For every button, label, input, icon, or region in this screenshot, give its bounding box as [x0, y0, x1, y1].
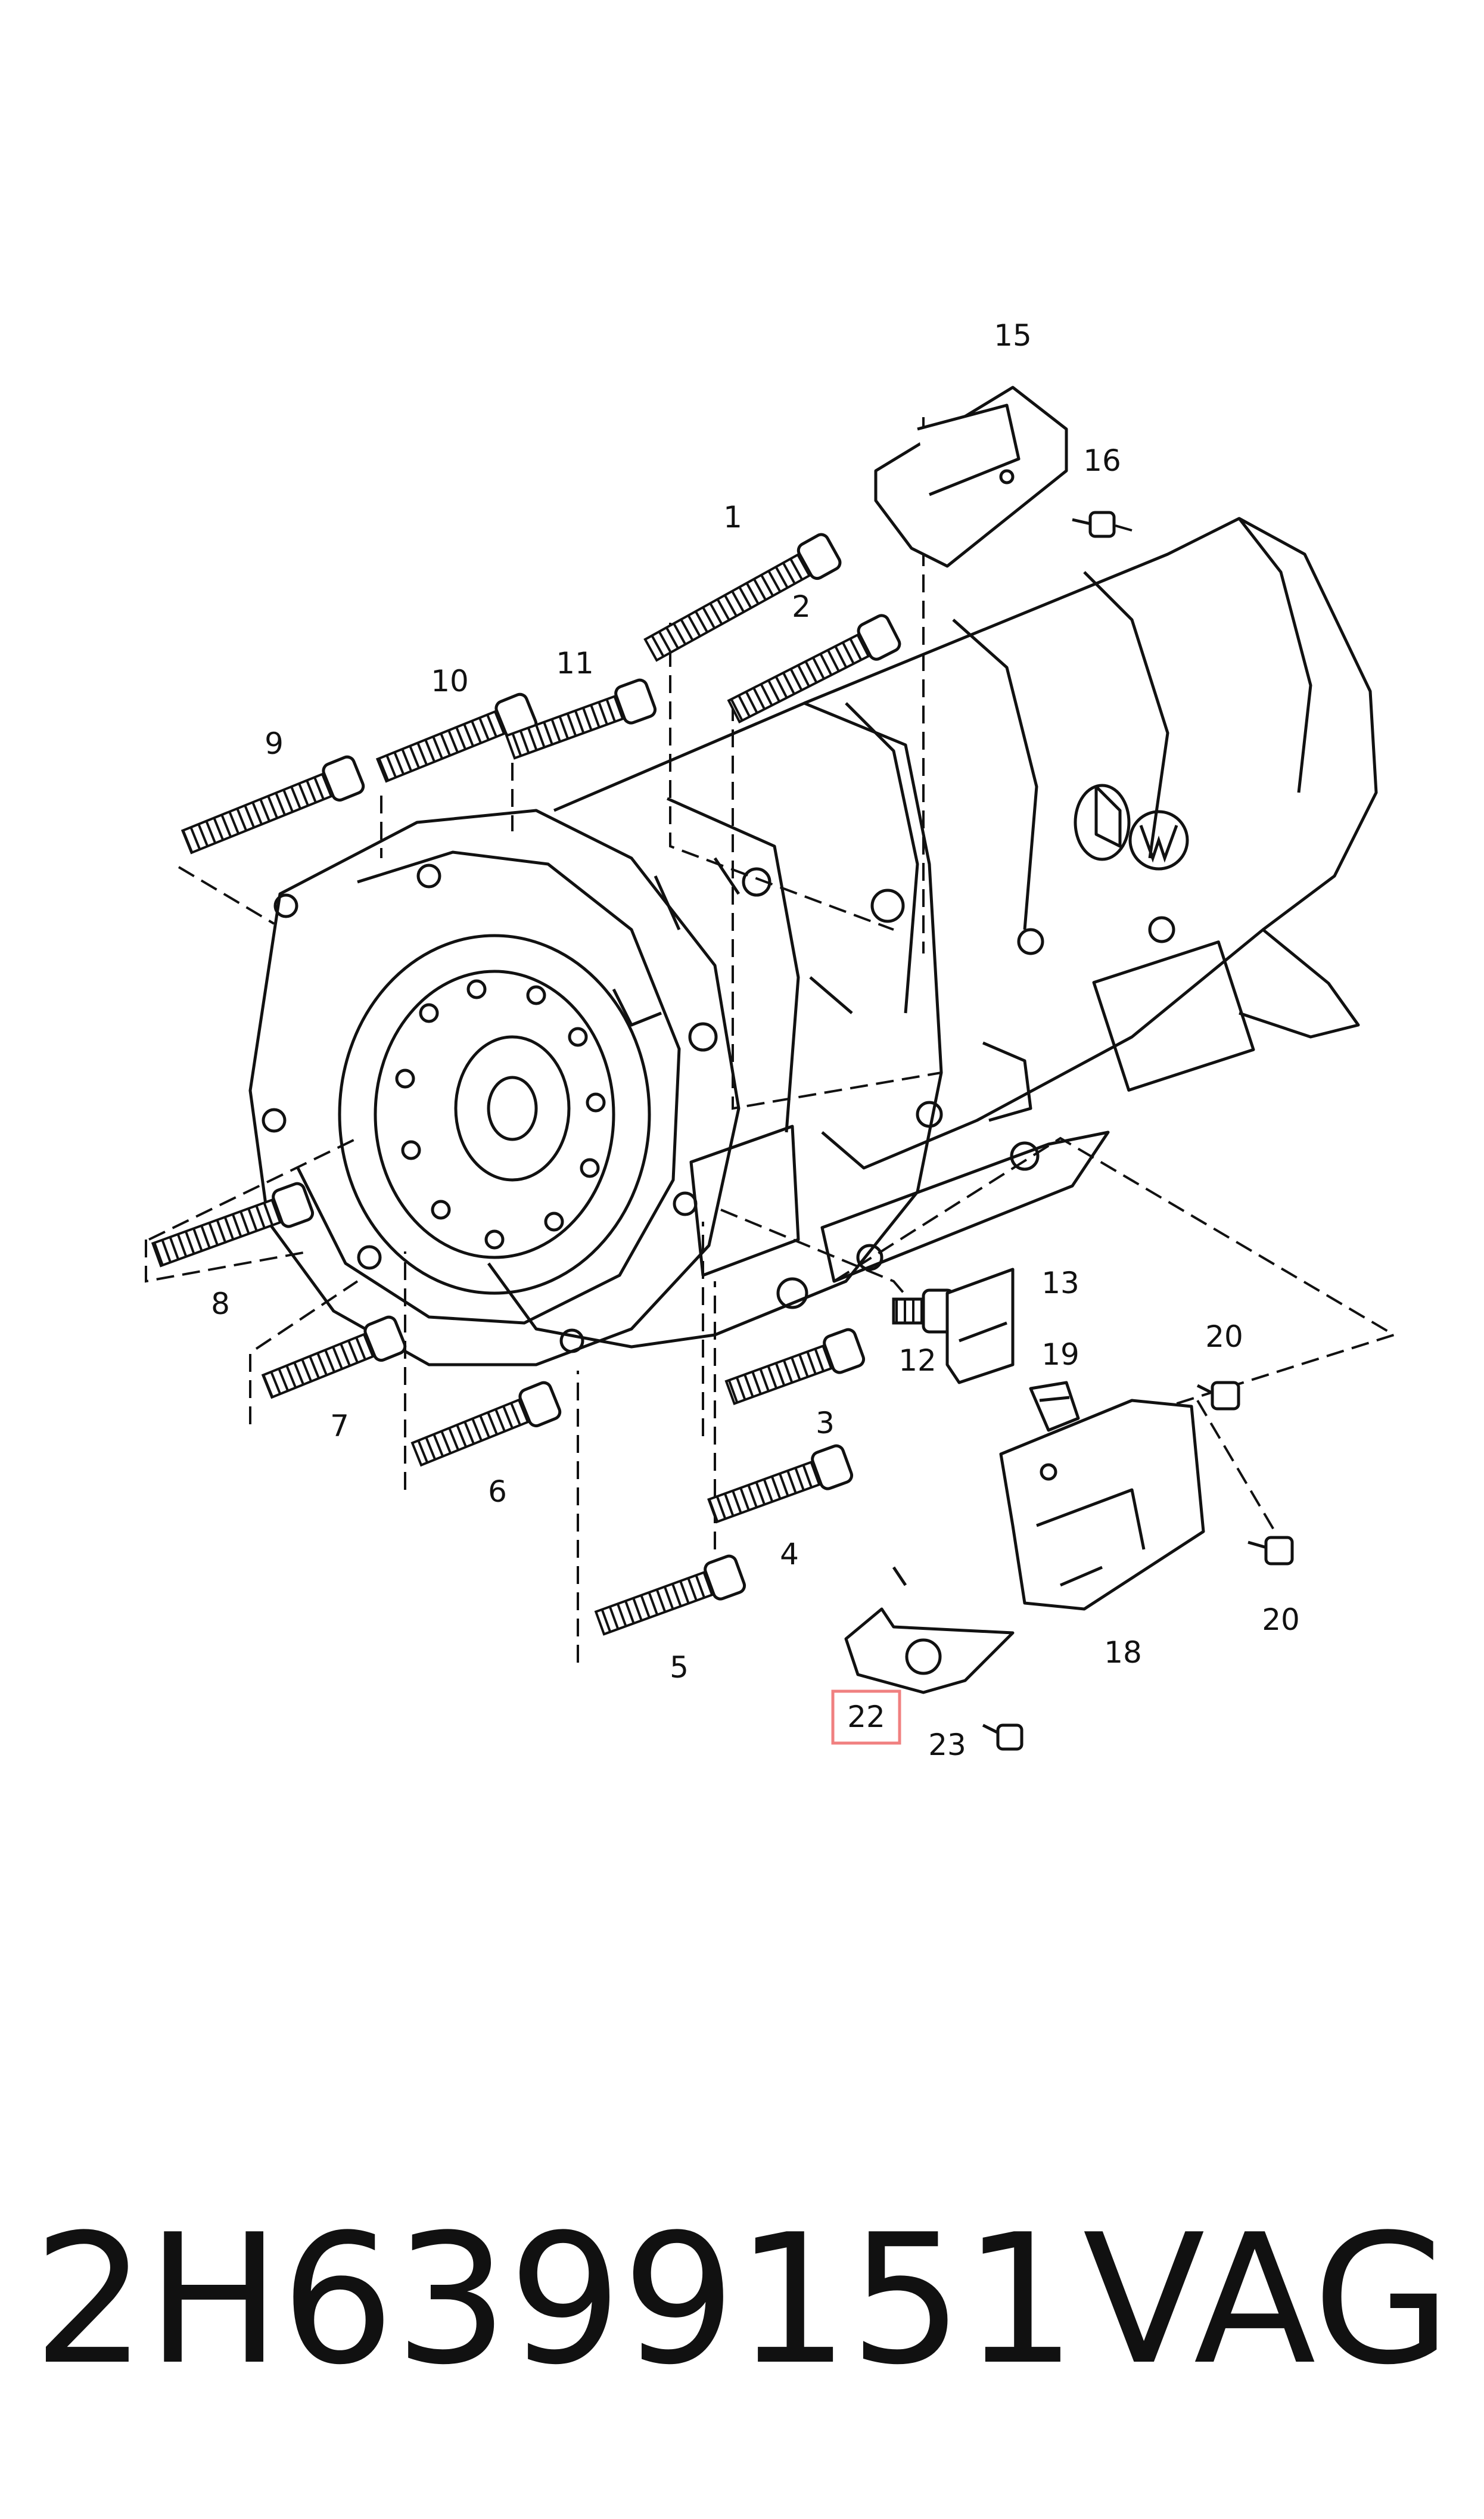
- bolt-20-upper: [1196, 1381, 1240, 1411]
- highlighted-callout-box: [831, 1689, 901, 1745]
- callout-20-lower: 20: [1262, 1602, 1300, 1637]
- part-number: 2H6399151: [33, 2196, 1077, 2404]
- callout-1: 1: [723, 500, 742, 535]
- bolt-7: [261, 1315, 407, 1399]
- bolt-6: [410, 1381, 562, 1467]
- bolt-4: [707, 1444, 854, 1524]
- callout-9: 9: [265, 726, 284, 761]
- callout-3: 3: [816, 1406, 835, 1440]
- bolt-20-lower: [1247, 1536, 1294, 1566]
- bracket-22: [844, 1566, 1015, 1694]
- bracket-13: [945, 1268, 1015, 1384]
- clip-19: [1029, 1381, 1080, 1432]
- screw-23: [982, 1723, 1023, 1751]
- bolt-1: [643, 533, 842, 662]
- bolt-3: [724, 1328, 866, 1405]
- callout-16: 16: [1083, 443, 1121, 478]
- callout-6: 6: [488, 1474, 507, 1509]
- heat-shield-18: [999, 1399, 1205, 1611]
- leader-lines: [145, 417, 1397, 1663]
- callout-22: 22: [847, 1700, 885, 1734]
- callout-10: 10: [431, 664, 469, 698]
- brand-name: VAG: [1082, 2196, 1451, 2404]
- callout-4: 4: [780, 1537, 799, 1571]
- callout-labels: 1 2 3 4 5 6 7 8 9 10 11 12 13 15 16 18 1…: [211, 318, 1300, 1762]
- callout-8: 8: [211, 1287, 230, 1321]
- bolt-10: [375, 692, 538, 783]
- shield-15: [874, 386, 1068, 568]
- bolt-11: [505, 678, 657, 760]
- bolt-2: [727, 614, 901, 724]
- callout-19: 19: [1041, 1337, 1079, 1372]
- screw-16: [1072, 511, 1116, 538]
- callout-13: 13: [1041, 1266, 1079, 1300]
- bolt-5: [594, 1554, 746, 1636]
- callout-2: 2: [792, 589, 811, 624]
- stud-12: [892, 1288, 955, 1334]
- callout-7: 7: [330, 1409, 349, 1443]
- transmission-housing: [248, 517, 1378, 1366]
- callout-15: 15: [994, 318, 1032, 353]
- callout-20-upper: 20: [1205, 1319, 1243, 1354]
- callout-5: 5: [670, 1650, 689, 1685]
- callout-11: 11: [556, 646, 594, 681]
- bolt-9: [181, 755, 365, 855]
- callout-18: 18: [1104, 1635, 1142, 1670]
- callout-23: 23: [928, 1728, 966, 1762]
- vw-logo-icon: [1128, 810, 1189, 871]
- callout-12: 12: [898, 1343, 937, 1378]
- bolt-8: [151, 1182, 315, 1268]
